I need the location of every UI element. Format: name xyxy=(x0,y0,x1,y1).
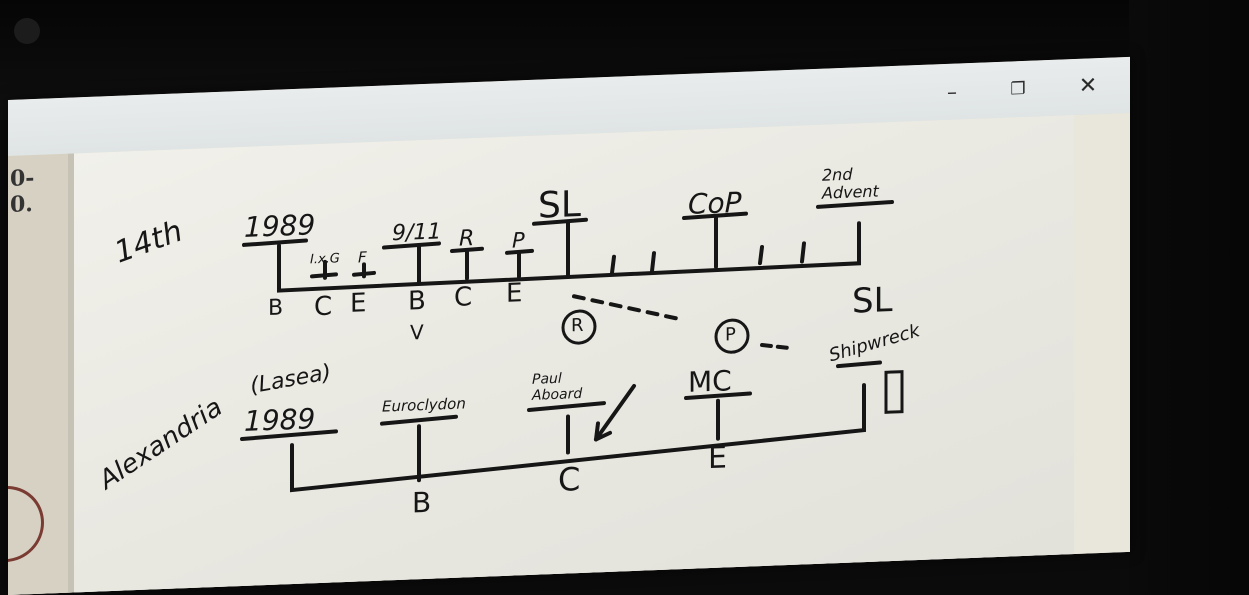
letter-e: E xyxy=(350,288,366,319)
milestone-p: P xyxy=(512,228,525,252)
maximize-button[interactable]: ❐ xyxy=(998,74,1038,104)
camera-icon xyxy=(14,18,40,44)
milestone-sl: SL xyxy=(538,184,581,227)
milestone-cop: CoP xyxy=(688,186,742,221)
bottom-sl-label: SL xyxy=(852,280,893,322)
close-button[interactable]: ✕ xyxy=(1068,72,1108,102)
bottom-letter-b: B xyxy=(412,486,431,520)
letter-e-2: E xyxy=(506,278,522,309)
letter-c-2: C xyxy=(454,282,472,313)
milestone-911: 9/11 xyxy=(392,219,441,246)
letter-b: B xyxy=(268,295,283,321)
app-window: – ❐ ✕ 0- 0. xyxy=(8,57,1130,595)
monitor-bezel-right xyxy=(1129,0,1249,595)
bottom-1989: 1989 xyxy=(244,402,315,438)
down-arrow-mark: V xyxy=(410,320,424,345)
circle-r-label: R xyxy=(571,315,584,336)
milestone-2nd-advent: 2nd Advent xyxy=(822,164,892,203)
side-panel-text-1: 0- xyxy=(10,165,34,192)
window-content: 0- 0. xyxy=(8,113,1130,595)
milestone-1989: 1989 xyxy=(244,208,315,244)
letter-c: C xyxy=(314,292,332,323)
circle-p-label: P xyxy=(725,324,736,345)
minimize-button[interactable]: – xyxy=(932,77,972,107)
side-panel-text-2: 0. xyxy=(10,191,33,218)
milestone-ixg: I.x.G xyxy=(310,251,340,267)
paul-aboard-label: Paul Aboard xyxy=(532,369,602,404)
letter-b-2: B xyxy=(408,286,426,317)
milestone-r: R xyxy=(459,226,474,252)
whiteboard-photo: 14th 1989 I.x.G F 9/11 R P SL CoP 2nd Ad… xyxy=(74,115,1074,593)
milestone-f: F xyxy=(358,248,367,266)
bottom-letter-e: E xyxy=(708,440,727,476)
euroclydon-label: Euroclydon xyxy=(382,394,466,415)
bottom-letter-c: C xyxy=(558,460,580,499)
side-panel: 0- 0. xyxy=(8,153,74,595)
decorative-curve-icon xyxy=(8,485,44,564)
mc-label: MC xyxy=(688,364,732,399)
